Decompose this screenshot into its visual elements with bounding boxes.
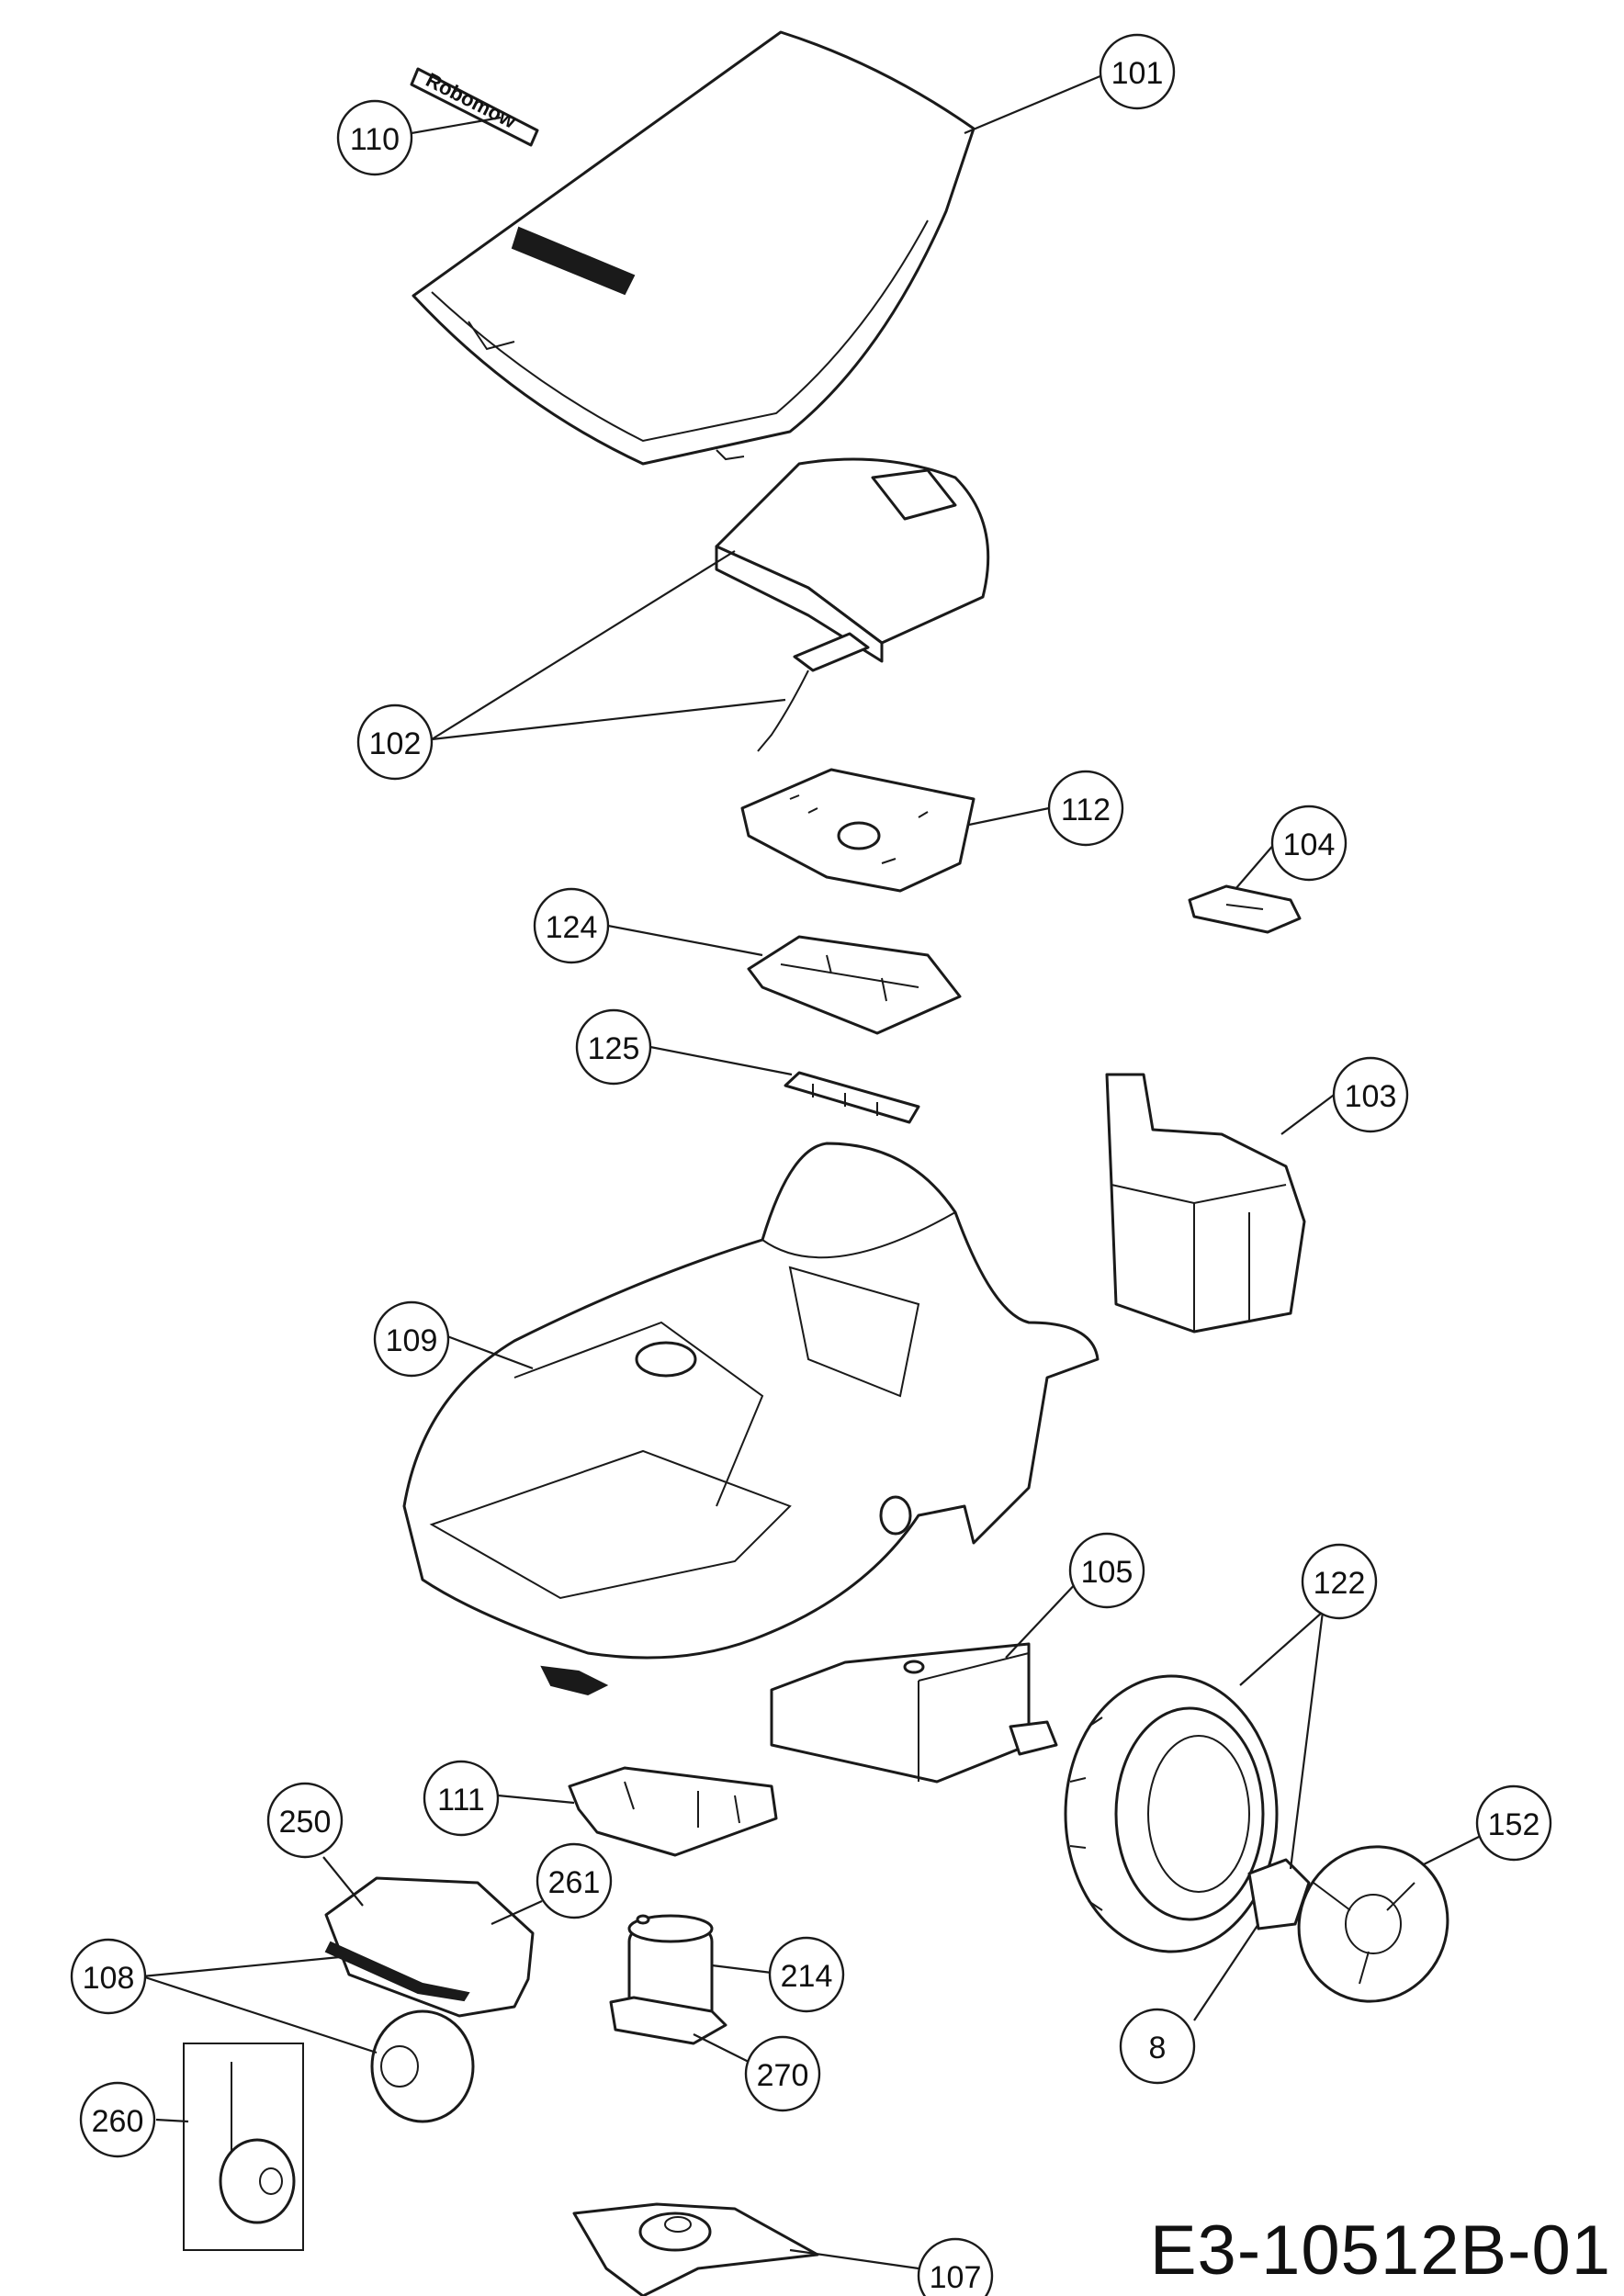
- leader-lines: [141, 73, 1480, 2270]
- callout-label: 270: [757, 2058, 809, 2093]
- part-105-drive-motor: [770, 1642, 1058, 1784]
- callout-125: 125: [575, 1008, 652, 1086]
- callout-261: 261: [536, 1842, 613, 1919]
- part-112-circuit-board: [740, 768, 976, 893]
- callout-107: 107: [917, 2237, 994, 2296]
- part-102-console: [715, 457, 990, 752]
- part-270-motor-mount: [609, 1996, 727, 2045]
- callout-label: 101: [1111, 56, 1164, 91]
- callout-122: 122: [1301, 1543, 1378, 1620]
- callout-label: 8: [1149, 2031, 1167, 2065]
- callout-label: 102: [369, 726, 422, 761]
- callout-label: 104: [1283, 827, 1336, 862]
- callout-label: 124: [546, 910, 598, 945]
- callout-label: 250: [279, 1805, 332, 1840]
- callout-label: 110: [350, 122, 400, 157]
- callout-104: 104: [1270, 805, 1348, 882]
- callout-label: 122: [1314, 1566, 1366, 1601]
- callout-8: 8: [1119, 2008, 1196, 2085]
- part-152-wheel-cap: [1297, 1845, 1449, 2003]
- callout-label: 152: [1488, 1807, 1540, 1842]
- callout-label: 214: [781, 1959, 833, 1994]
- callout-110: 110: [336, 99, 413, 176]
- part-124-board-tray: [747, 935, 962, 1035]
- callout-102: 102: [356, 703, 434, 781]
- callout-label: 261: [548, 1865, 601, 1900]
- part-250-front-bracket: [324, 1876, 535, 2018]
- part-103-battery-box: [1105, 1073, 1306, 1334]
- part-125-bracket: [784, 1071, 920, 1124]
- callout-250: 250: [266, 1782, 344, 1859]
- part-109-chassis: [402, 1142, 1100, 1696]
- callout-105: 105: [1068, 1532, 1145, 1609]
- part-107-blade: [572, 2202, 819, 2296]
- callout-label: 109: [386, 1323, 438, 1358]
- part-108-front-wheel: [370, 2009, 475, 2123]
- callout-260: 260: [79, 2081, 156, 2158]
- callout-label: 260: [92, 2104, 144, 2139]
- callout-108: 108: [70, 1938, 147, 2015]
- callout-label: 111: [437, 1783, 485, 1818]
- part-104-switch: [1188, 884, 1302, 934]
- part-111-bracket: [568, 1766, 778, 1857]
- callout-214: 214: [768, 1936, 845, 2013]
- callout-111: 111: [423, 1760, 500, 1837]
- callout-103: 103: [1332, 1056, 1409, 1133]
- callout-101: 101: [1099, 33, 1176, 110]
- callout-152: 152: [1475, 1784, 1552, 1862]
- part-122-drive-wheel: [1064, 1674, 1279, 1953]
- callout-112: 112: [1047, 770, 1124, 847]
- callout-109: 109: [373, 1300, 450, 1378]
- callout-label: 107: [930, 2260, 982, 2295]
- part-260-wheel-assembly: [183, 2043, 304, 2251]
- callout-label: 112: [1061, 793, 1111, 827]
- drawing-number: E3-10512B-01: [1149, 2212, 1611, 2290]
- callout-label: 125: [588, 1031, 640, 1066]
- callout-124: 124: [533, 887, 610, 964]
- callout-label: 103: [1345, 1079, 1397, 1114]
- part-110-logo-decal: Robomow: [410, 67, 539, 147]
- part-101-top-cover: [412, 30, 976, 466]
- callout-270: 270: [744, 2035, 821, 2112]
- callout-label: 105: [1081, 1555, 1133, 1590]
- callout-label: 108: [83, 1961, 135, 1996]
